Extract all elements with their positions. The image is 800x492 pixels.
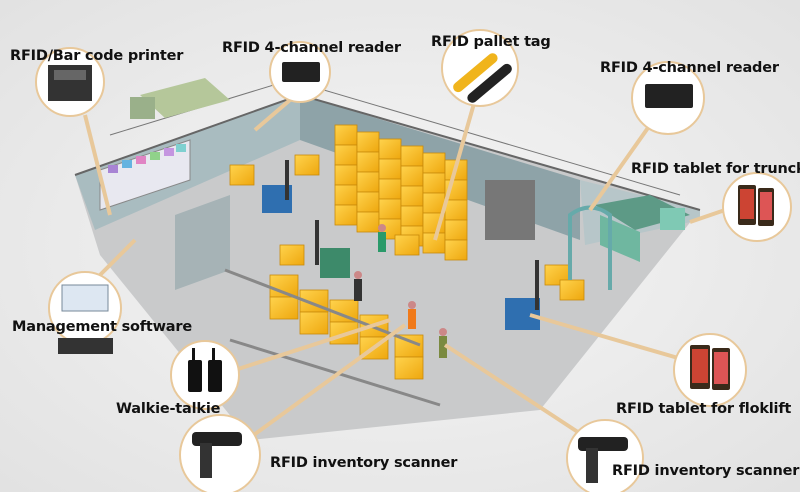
cargo-box (394, 356, 424, 380)
walkie-callout (170, 340, 240, 410)
label-tablet-truck: RFID tablet for trunck (631, 161, 800, 177)
worker (354, 271, 362, 301)
cargo-box (422, 172, 446, 194)
scanner-icon (578, 437, 628, 451)
cargo-box (422, 232, 446, 254)
cargo-box (334, 184, 358, 206)
pallet-tag-callout (441, 29, 519, 107)
cargo-box (400, 205, 424, 227)
cargo-box (356, 171, 380, 193)
cargo-box (400, 145, 424, 167)
cargo-box (378, 178, 402, 200)
label-pallet-tag: RFID pallet tag (431, 34, 551, 50)
leader-lines (83, 98, 726, 447)
cargo-box (334, 144, 358, 166)
label-printer: RFID/Bar code printer (10, 48, 184, 64)
label-scanner-left: RFID inventory scanner (270, 455, 458, 471)
cargo-box (356, 191, 380, 213)
label-management-software: Management software (12, 319, 192, 335)
scanner-right-callout (566, 419, 644, 492)
cargo-box (334, 124, 358, 146)
walkie-talkie-icon (188, 360, 202, 392)
front-wall (175, 195, 230, 290)
cargo-box (299, 311, 329, 335)
shelf-rack (99, 139, 191, 211)
forklift (505, 260, 540, 330)
tablet-truck-callout (722, 172, 792, 242)
cargo-box (444, 219, 468, 241)
cargo-box (269, 296, 299, 320)
cargo-box (356, 151, 380, 173)
label-walkie-talkie: Walkie-talkie (116, 401, 221, 417)
tag-icon (467, 63, 512, 103)
cargo-box (356, 131, 380, 153)
cargo-box (294, 154, 320, 176)
cargo-box (334, 164, 358, 186)
label-scanner-right: RFID inventory scanner (612, 463, 800, 479)
box-rows (229, 154, 585, 380)
cargo-box (279, 244, 305, 266)
cargo-box (356, 211, 380, 233)
forklift (315, 220, 350, 278)
reader-icon (645, 84, 693, 108)
walkie-talkie-icon (208, 360, 222, 392)
management-callout (48, 271, 122, 354)
forklift (262, 160, 292, 213)
server-icon (58, 338, 113, 354)
label-reader-right: RFID 4-channel reader (600, 60, 779, 76)
cargo-box (400, 185, 424, 207)
cargo-box (559, 279, 585, 301)
cargo-box (400, 165, 424, 187)
label-reader-left: RFID 4-channel reader (222, 40, 401, 56)
tablet-forklift-callout (673, 333, 747, 407)
cargo-box (378, 158, 402, 180)
cargo-box (422, 152, 446, 174)
cargo-box (229, 164, 255, 186)
dock-door (485, 180, 535, 240)
worker (408, 301, 416, 329)
tag-icon (453, 53, 498, 93)
scanner-left-callout (179, 414, 261, 492)
cargo-box (378, 138, 402, 160)
label-tablet-forklift: RFID tablet for floklift (616, 401, 792, 417)
scanner-icon (192, 432, 242, 446)
rack-rail (229, 338, 441, 407)
cargo-box (378, 198, 402, 220)
reader-left-callout (269, 41, 331, 103)
screen-icon (61, 284, 109, 312)
worker (439, 328, 447, 358)
cargo-box (394, 234, 420, 256)
rack-rail (224, 268, 421, 347)
printer-callout (35, 47, 105, 117)
cargo-box (444, 239, 468, 261)
worker (378, 224, 386, 252)
truck-left (130, 78, 230, 119)
reader-right-callout (631, 61, 705, 135)
reader-icon (282, 62, 320, 82)
cargo-box (334, 204, 358, 226)
cargo-box (444, 199, 468, 221)
